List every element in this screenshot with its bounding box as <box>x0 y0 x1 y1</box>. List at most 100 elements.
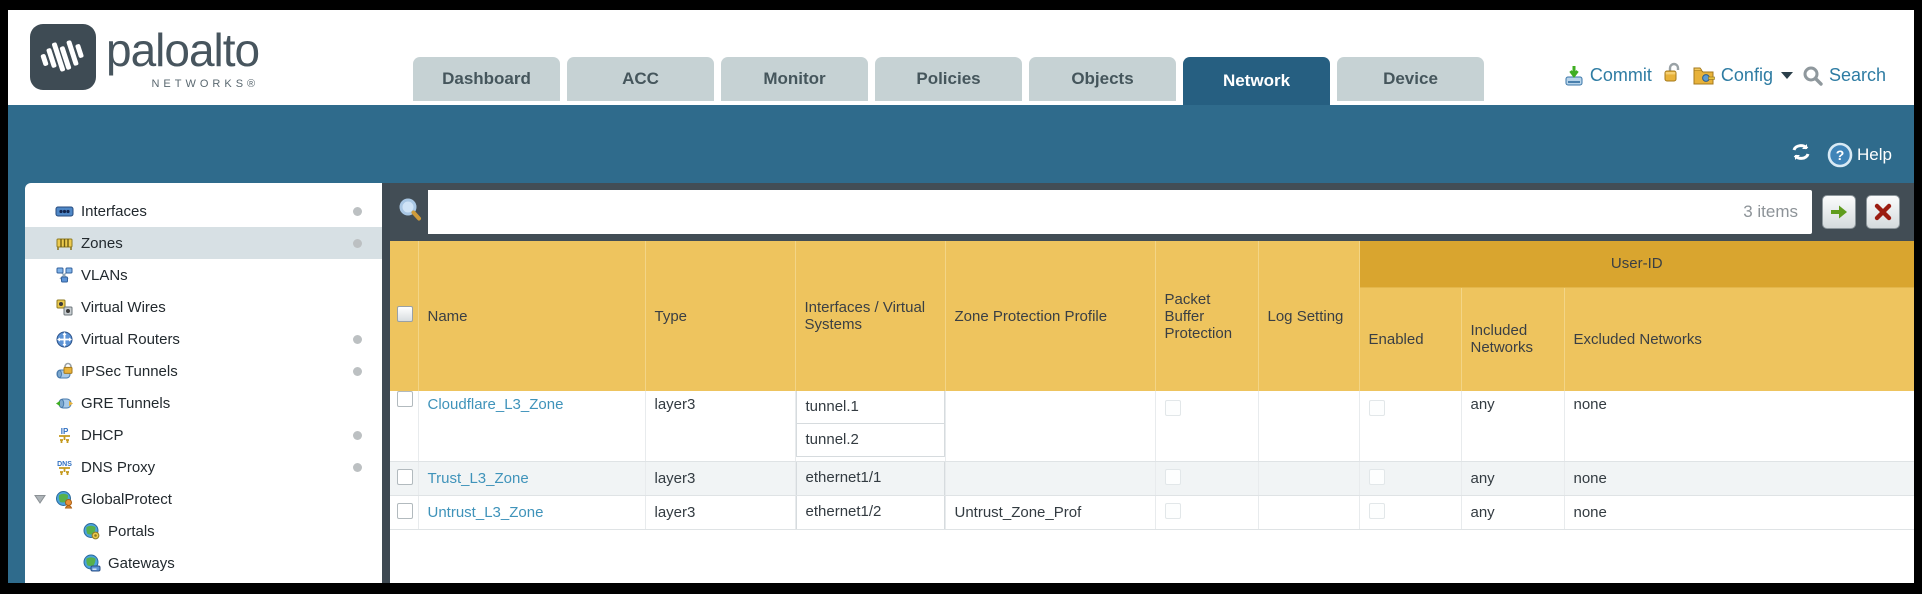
included-networks: any <box>1461 461 1565 496</box>
column-header-zone-protection-profile[interactable]: Zone Protection Profile <box>945 241 1156 391</box>
global-search-button[interactable]: Search <box>1802 65 1886 87</box>
interface-entry: ethernet1/2 <box>805 503 882 520</box>
sidebar-item-label: Gateways <box>108 554 175 572</box>
column-group-user-id: User-ID <box>1359 241 1914 288</box>
tab-dashboard[interactable]: Dashboard <box>413 57 560 101</box>
sidebar-item-virtual-routers[interactable]: Virtual Routers <box>25 323 382 355</box>
clear-filter-button[interactable] <box>1866 195 1900 229</box>
zone-protection-profile: Untrust_Zone_Prof <box>945 495 1156 530</box>
row-select-checkbox[interactable] <box>397 391 413 407</box>
tab-monitor[interactable]: Monitor <box>721 57 868 101</box>
search-icon <box>1803 66 1823 86</box>
included-networks: any <box>1461 495 1565 530</box>
expander-triangle-icon[interactable] <box>33 492 53 506</box>
sidebar-splitter[interactable] <box>382 183 390 583</box>
column-header-excluded-networks[interactable]: Excluded Networks <box>1564 287 1914 391</box>
zone-type: layer3 <box>645 461 796 496</box>
sidebar-item-interfaces[interactable]: Interfaces <box>25 195 382 227</box>
column-header-name[interactable]: Name <box>418 241 646 391</box>
table-row: Trust_L3_Zone layer3 ethernet1/1 any non <box>390 461 1914 496</box>
column-header-enabled[interactable]: Enabled <box>1359 287 1462 391</box>
workspace: Interfaces Zones VLANs Virtual Wires Vir… <box>8 183 1914 583</box>
select-all-header <box>390 241 419 391</box>
user-id-enabled-checkbox <box>1368 400 1385 416</box>
status-dot <box>353 206 362 216</box>
zone-type: layer3 <box>645 391 796 462</box>
sidebar-item-gateways[interactable]: Gateways <box>25 547 382 579</box>
help-question-icon: ? <box>1827 142 1853 167</box>
sidebar-item-ipsec-tunnels[interactable]: IPSec Tunnels <box>25 355 382 387</box>
main-nav-tabs: Dashboard ACC Monitor Policies Objects N… <box>413 57 1491 105</box>
zones-table: Name Type Interfaces / Virtual Systems Z… <box>390 241 1914 530</box>
commit-button[interactable]: Commit <box>1563 65 1652 87</box>
search-icon <box>398 197 422 228</box>
commit-icon <box>1565 65 1583 85</box>
column-header-log-setting[interactable]: Log Setting <box>1258 241 1360 391</box>
help-button[interactable]: ? Help <box>1827 142 1892 168</box>
clear-x-icon <box>1874 203 1892 221</box>
status-dot <box>353 366 362 376</box>
column-header-interfaces[interactable]: Interfaces / Virtual Systems <box>795 241 946 391</box>
virtual-routers-icon <box>55 330 74 349</box>
filter-input[interactable] <box>428 190 1744 234</box>
green-arrow-icon <box>1831 205 1847 219</box>
interface-entry: tunnel.1 <box>796 391 944 424</box>
unlocked-padlock-icon[interactable] <box>1661 62 1683 89</box>
sidebar-item-label: Zones <box>81 234 123 252</box>
zones-icon <box>55 234 74 253</box>
filter-search-box: 3 items <box>428 190 1812 234</box>
select-all-checkbox[interactable] <box>397 306 413 322</box>
tab-device[interactable]: Device <box>1337 57 1484 101</box>
search-label: Search <box>1828 65 1886 85</box>
top-bar: paloalto NETWORKS® Dashboard ACC Monitor… <box>8 10 1914 105</box>
sidebar-item-label: GRE Tunnels <box>81 394 171 412</box>
sidebar-item-label: Interfaces <box>81 202 147 220</box>
sidebar-item-virtual-wires[interactable]: Virtual Wires <box>25 291 382 323</box>
apply-filter-button[interactable] <box>1822 195 1856 229</box>
column-header-included-networks[interactable]: Included Networks <box>1461 287 1565 391</box>
sidebar-item-globalprotect[interactable]: GlobalProtect <box>25 483 382 515</box>
portals-icon <box>82 522 101 541</box>
sidebar-item-vlans[interactable]: VLANs <box>25 259 382 291</box>
sidebar-item-gre-tunnels[interactable]: GRE Tunnels <box>25 387 382 419</box>
network-sidebar: Interfaces Zones VLANs Virtual Wires Vir… <box>25 183 382 583</box>
config-menu-button[interactable]: Config <box>1692 65 1793 87</box>
sidebar-item-label: Virtual Wires <box>81 298 166 316</box>
svg-text:?: ? <box>1836 147 1845 163</box>
row-select-checkbox[interactable] <box>397 502 413 519</box>
globalprotect-icon <box>55 490 74 509</box>
sidebar-item-portals[interactable]: Portals <box>25 515 382 547</box>
table-row: Cloudflare_L3_Zone layer3 tunnel.1 tunne… <box>390 391 1914 462</box>
sidebar-item-zones[interactable]: Zones <box>25 227 382 259</box>
tab-objects[interactable]: Objects <box>1029 57 1176 101</box>
zone-protection-profile <box>945 391 1156 462</box>
sidebar-item-dhcp[interactable]: IP DHCP <box>25 419 382 451</box>
interface-entry: ethernet1/1 <box>805 469 882 486</box>
svg-text:DNS: DNS <box>57 461 72 468</box>
zones-content: 3 items <box>390 183 1914 583</box>
zone-name-link[interactable]: Untrust_L3_Zone <box>427 504 544 521</box>
row-select-checkbox[interactable] <box>397 468 413 485</box>
user-id-enabled-checkbox <box>1368 468 1385 485</box>
commit-label: Commit <box>1589 65 1652 85</box>
zone-name-link[interactable]: Cloudflare_L3_Zone <box>427 396 564 413</box>
sidebar-item-dns-proxy[interactable]: DNS DNS Proxy <box>25 451 382 483</box>
tab-policies[interactable]: Policies <box>875 57 1022 101</box>
interfaces-icon <box>55 202 74 221</box>
sidebar-item-label: Portals <box>108 522 155 540</box>
column-header-packet-buffer-protection[interactable]: Packet Buffer Protection <box>1155 241 1259 391</box>
status-dot <box>353 462 362 472</box>
packet-buffer-protection-checkbox <box>1164 400 1181 416</box>
tab-acc[interactable]: ACC <box>567 57 714 101</box>
interface-entry: tunnel.2 <box>796 424 944 457</box>
sidebar-item-label: DHCP <box>81 426 124 444</box>
virtual-wires-icon <box>55 298 74 317</box>
sidebar-item-label: VLANs <box>81 266 128 284</box>
zone-name-link[interactable]: Trust_L3_Zone <box>427 470 529 487</box>
status-dot <box>353 430 362 440</box>
refresh-icon[interactable] <box>1789 141 1813 168</box>
tab-network[interactable]: Network <box>1183 57 1330 105</box>
column-header-type[interactable]: Type <box>645 241 796 391</box>
user-id-enabled-checkbox <box>1368 502 1385 519</box>
